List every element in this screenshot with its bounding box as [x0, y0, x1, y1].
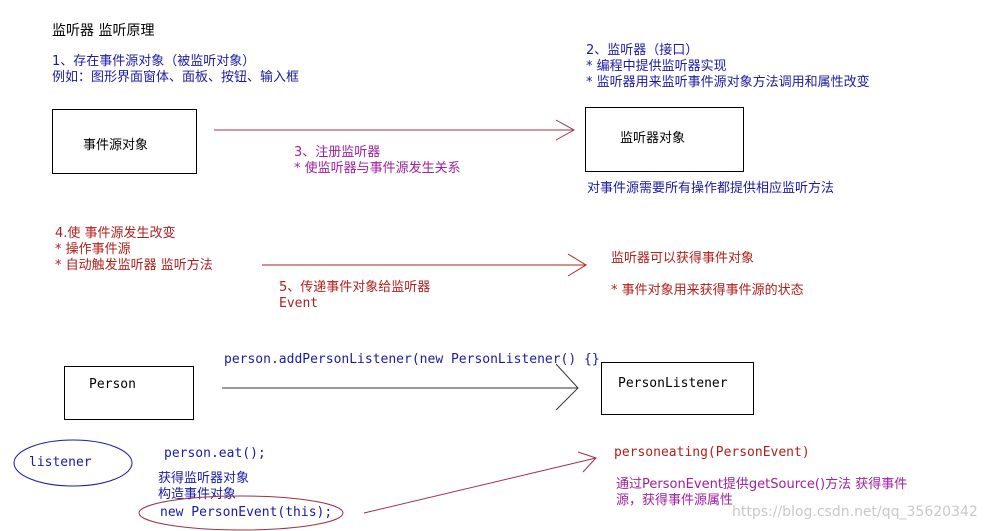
code-new-event: new PersonEvent(this);	[160, 505, 333, 520]
person-listener-box: PersonListener	[601, 362, 754, 415]
step2-line2: * 编程中提供监听器实现	[586, 59, 727, 74]
step1-line1: 1、存在事件源对象（被监听对象）	[52, 54, 256, 69]
listener-note: 对事件源需要所有操作都提供相应监听方法	[587, 181, 835, 196]
step1-line2: 例如：图形界面窗体、面板、按钮、输入框	[52, 70, 300, 85]
step2-line1: 2、监听器（接口）	[586, 43, 699, 58]
step4-line3: * 自动触发监听器 监听方法	[55, 258, 213, 273]
personeating-arrow	[363, 451, 597, 514]
listener-box: 监听器对象	[585, 107, 744, 172]
get-listener-text: 获得监听器对象	[158, 471, 250, 486]
step4-line1: 4.使 事件源发生改变	[55, 226, 176, 241]
right-note-line1: 监听器可以获得事件对象	[611, 251, 755, 266]
construct-event-text: 构造事件对象	[158, 487, 237, 502]
right-note-line2: * 事件对象用来获得事件源的状态	[611, 283, 804, 298]
step3-line2: * 使监听器与事件源发生关系	[294, 161, 461, 176]
step2-line3: * 监听器用来监听事件源对象方法调用和属性改变	[586, 75, 870, 90]
listener-label: 监听器对象	[620, 131, 686, 146]
event-source-label: 事件源对象	[83, 138, 149, 153]
step3-line1: 3、注册监听器	[294, 145, 381, 160]
person-listener-label: PersonListener	[618, 376, 728, 391]
listener-ellipse	[13, 439, 133, 487]
getsource-line2: 源，获得事件源属性	[616, 493, 734, 508]
getsource-line1: 通过PersonEvent提供getSource()方法 获得事件	[616, 477, 908, 492]
event-source-box: 事件源对象	[52, 109, 197, 174]
listener-ellipse-label: listener	[29, 455, 92, 470]
person-box: Person	[64, 366, 194, 420]
step5-line1: 5、传递事件对象给监听器	[279, 280, 431, 295]
watermark: https://blog.csdn.net/qq_35620342	[732, 504, 978, 520]
register-arrow	[214, 119, 576, 141]
pass-event-arrow	[262, 253, 587, 277]
new-event-ellipse	[138, 495, 344, 531]
method-signature: personeating(PersonEvent)	[614, 445, 810, 460]
step4-line2: * 操作事件源	[55, 242, 131, 257]
page-title: 监听器 监听原理	[52, 23, 155, 39]
code-eat: person.eat();	[164, 446, 266, 461]
step5-line2: Event	[279, 296, 319, 311]
code-register: person.addPersonListener(new PersonListe…	[224, 352, 600, 367]
person-label: Person	[89, 377, 136, 392]
person-arrow	[222, 363, 579, 411]
